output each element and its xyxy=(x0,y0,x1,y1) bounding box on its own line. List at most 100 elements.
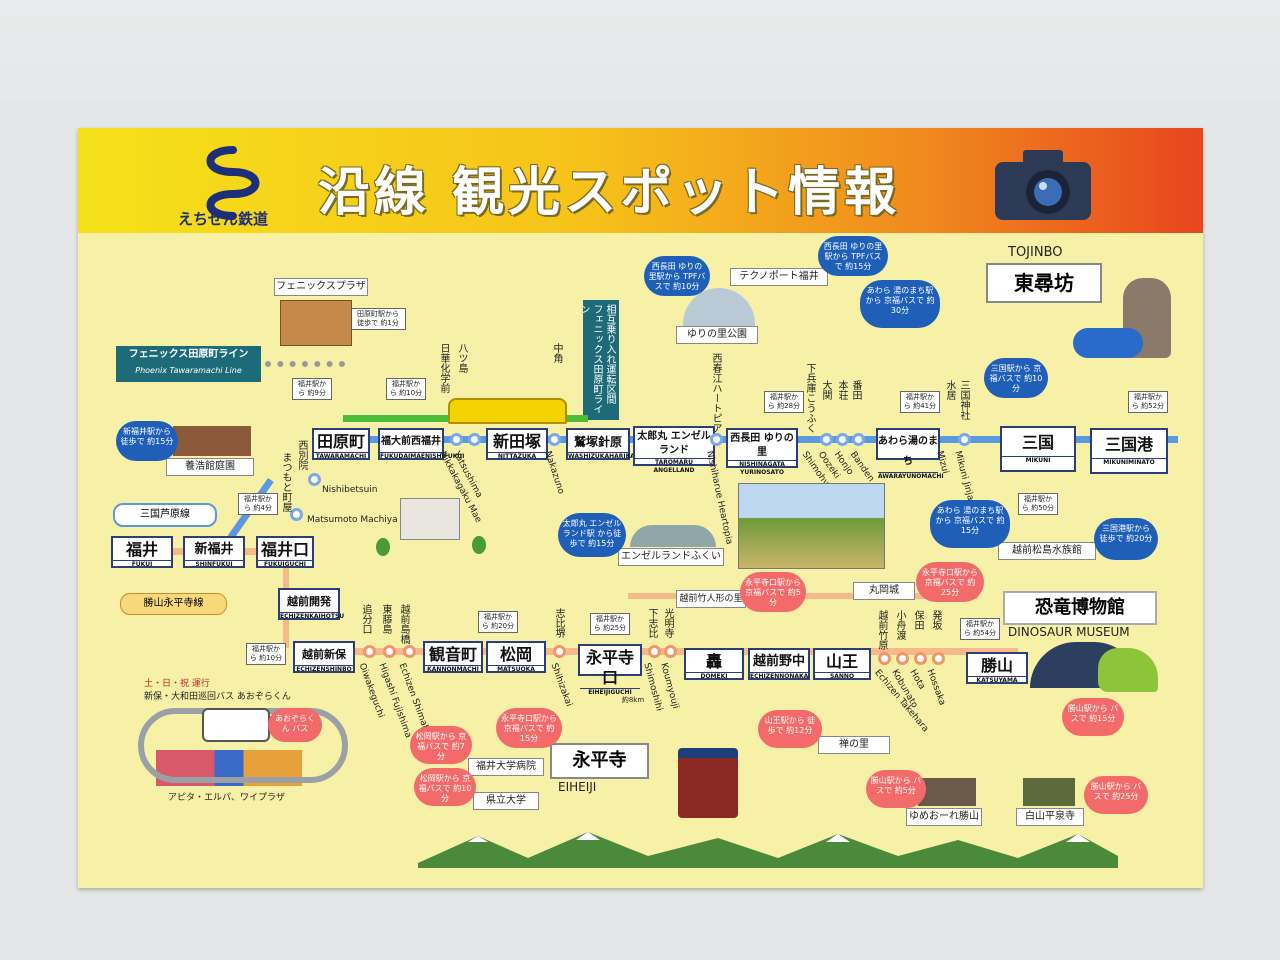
station-roman-nishibetsuin: Nishibetsuin xyxy=(322,485,378,495)
station-label-oiwake: 追分口 xyxy=(360,604,371,634)
time-tag: 福井駅から 約54分 xyxy=(960,618,1000,640)
station-label-yatsushima: 八ツ島 xyxy=(456,343,467,373)
access-cloud: 三国駅から 京福バスで 約10分 xyxy=(984,358,1048,398)
phoenix-arrow xyxy=(265,361,345,367)
dinosaur-figure xyxy=(1098,648,1158,692)
access-cloud: 太郎丸 エンゼルランド駅 から徒歩で 約15分 xyxy=(558,513,626,557)
access-cloud: 山王駅から 徒歩で 約12分 xyxy=(758,710,822,748)
station-label-nishiharue: 西春江ハートピア xyxy=(710,353,721,433)
station-dot xyxy=(932,652,945,665)
yumeoru-building xyxy=(918,778,976,806)
page-title: 沿線 観光スポット情報 xyxy=(318,163,901,223)
station-dot xyxy=(308,473,321,486)
station-label-shihi: 志比堺 xyxy=(553,608,564,638)
spot-apita: アピタ・エルパ、ワイプラザ xyxy=(168,793,286,803)
access-cloud: 勝山駅から バスで 約5分 xyxy=(866,770,926,808)
spot-dinosaur-en: DINOSAUR MUSEUM xyxy=(1008,625,1130,639)
station-dot xyxy=(290,508,303,521)
access-cloud: 永平寺口駅から 京福バスで 約5分 xyxy=(740,572,806,612)
time-tag: 福井駅から 約10分 xyxy=(386,378,426,400)
station-roman-hossaka: Hossaka xyxy=(924,668,947,707)
phoenix-line-en: Phoenix Tawaramachi Line xyxy=(135,366,242,375)
station-dot xyxy=(820,433,833,446)
station-label-koumyouji: 光明寺 xyxy=(662,608,673,638)
spot-angelland: エンゼルランドふくい xyxy=(618,548,724,566)
station-dot xyxy=(664,645,677,658)
station-label-shimabashi: 越前島橋 xyxy=(398,604,409,644)
access-cloud: あおぞらくん バス xyxy=(268,708,322,742)
spot-zennosato: 禅の里 xyxy=(818,736,890,754)
plaza-walk-tag: 田原町駅から 徒歩で 約1分 xyxy=(350,308,406,330)
spot-yurinosato: ゆりの里公園 xyxy=(676,326,758,344)
heisenji-building xyxy=(1023,778,1075,806)
station-roman-nakazuno: Nakazuno xyxy=(542,450,566,496)
eiheiji-gate xyxy=(678,748,738,818)
access-cloud: あわら 湯のまち駅から 京福バスで 約15分 xyxy=(930,500,1010,548)
station-dot xyxy=(548,433,561,446)
station-roman-matsumoto: Matsumoto Machiya xyxy=(307,515,398,525)
access-cloud: 新福井駅から 徒歩で 約15分 xyxy=(116,421,178,461)
route-map-poster: えちぜん鉄道 沿線 観光スポット情報 フェニックス田原町ライン Phoenix … xyxy=(78,128,1203,888)
station-dot xyxy=(852,433,865,446)
brand-name: えちぜん鉄道 xyxy=(178,210,269,228)
phoenix-line-jp: フェニックス田原町ライン xyxy=(128,349,249,360)
station-dot xyxy=(450,433,463,446)
time-tag: 福井駅から 約20分 xyxy=(478,611,518,633)
access-cloud: 勝山駅から バスで 約25分 xyxy=(1084,776,1148,814)
spot-hospital: 福井大学病院 xyxy=(468,758,544,776)
station-label-honjo: 本荘 xyxy=(836,380,847,400)
echizen-logo-icon xyxy=(206,146,260,220)
spot-tojinbo: 東尋坊 xyxy=(986,263,1102,303)
time-tag: 福井駅から 約28分 xyxy=(764,391,804,413)
tree-icon xyxy=(376,538,390,556)
time-tag: 福井駅から 約10分 xyxy=(246,643,286,665)
station-label-mikunijinja: 三国神社 xyxy=(958,380,969,420)
station-label-shimoshihi: 下志比 xyxy=(646,608,657,638)
station-roman-mikunijinja: Mikuni Jinja xyxy=(952,450,976,502)
station-label-echizentakehara: 越前竹原 xyxy=(876,610,887,650)
station-roman-shihi: Shihizakai xyxy=(548,662,574,709)
access-cloud: あわら 湯のまち駅から 京福バスで 約30分 xyxy=(860,280,940,328)
spot-eiheiji-en: EIHEIJI xyxy=(558,780,597,794)
station-dot xyxy=(363,645,376,658)
spot-eiheiji: 永平寺 xyxy=(550,743,649,779)
station-label-nikkakagaku: 日華化学前 xyxy=(438,343,449,393)
station-label-shimohyogo: 下兵庫こうふく xyxy=(804,363,815,433)
access-cloud: 勝山駅から バスで 約15分 xyxy=(1062,698,1124,736)
station-dot xyxy=(648,645,661,658)
access-cloud: 永平寺口駅から 京福バスで 約25分 xyxy=(916,562,984,602)
station-label-nakazuno: 中角 xyxy=(551,343,562,363)
station-dot xyxy=(383,645,396,658)
school-building xyxy=(400,498,460,540)
tree-icon xyxy=(472,536,486,554)
train-icon xyxy=(448,398,567,424)
time-tag: 福井駅から 約52分 xyxy=(1128,391,1168,413)
transfer-section-label: 相互乗り入れ運転区間 フェニックス田原町ライン xyxy=(578,300,619,420)
station-label-higashifujishima: 東藤島 xyxy=(380,604,391,634)
eiheiji-distance: 約8km xyxy=(621,696,645,704)
spot-phoenix-plaza: フェニックスプラザ xyxy=(274,278,368,296)
access-cloud: 西長田 ゆりの里駅から TPFバスで 約10分 xyxy=(644,256,710,296)
station-dot xyxy=(468,433,481,446)
station-label-nishibetsuin: 西別院 xyxy=(296,440,307,470)
spot-yokokan: 養浩館庭園 xyxy=(166,458,254,476)
spot-tojinbo-en: TOJINBO xyxy=(1008,245,1063,260)
time-tag: 福井駅から 約9分 xyxy=(292,378,332,400)
station-dot xyxy=(553,645,566,658)
time-tag: 福井駅から 約4分 xyxy=(238,493,278,515)
station-dot xyxy=(878,652,891,665)
station-dot xyxy=(710,433,723,446)
